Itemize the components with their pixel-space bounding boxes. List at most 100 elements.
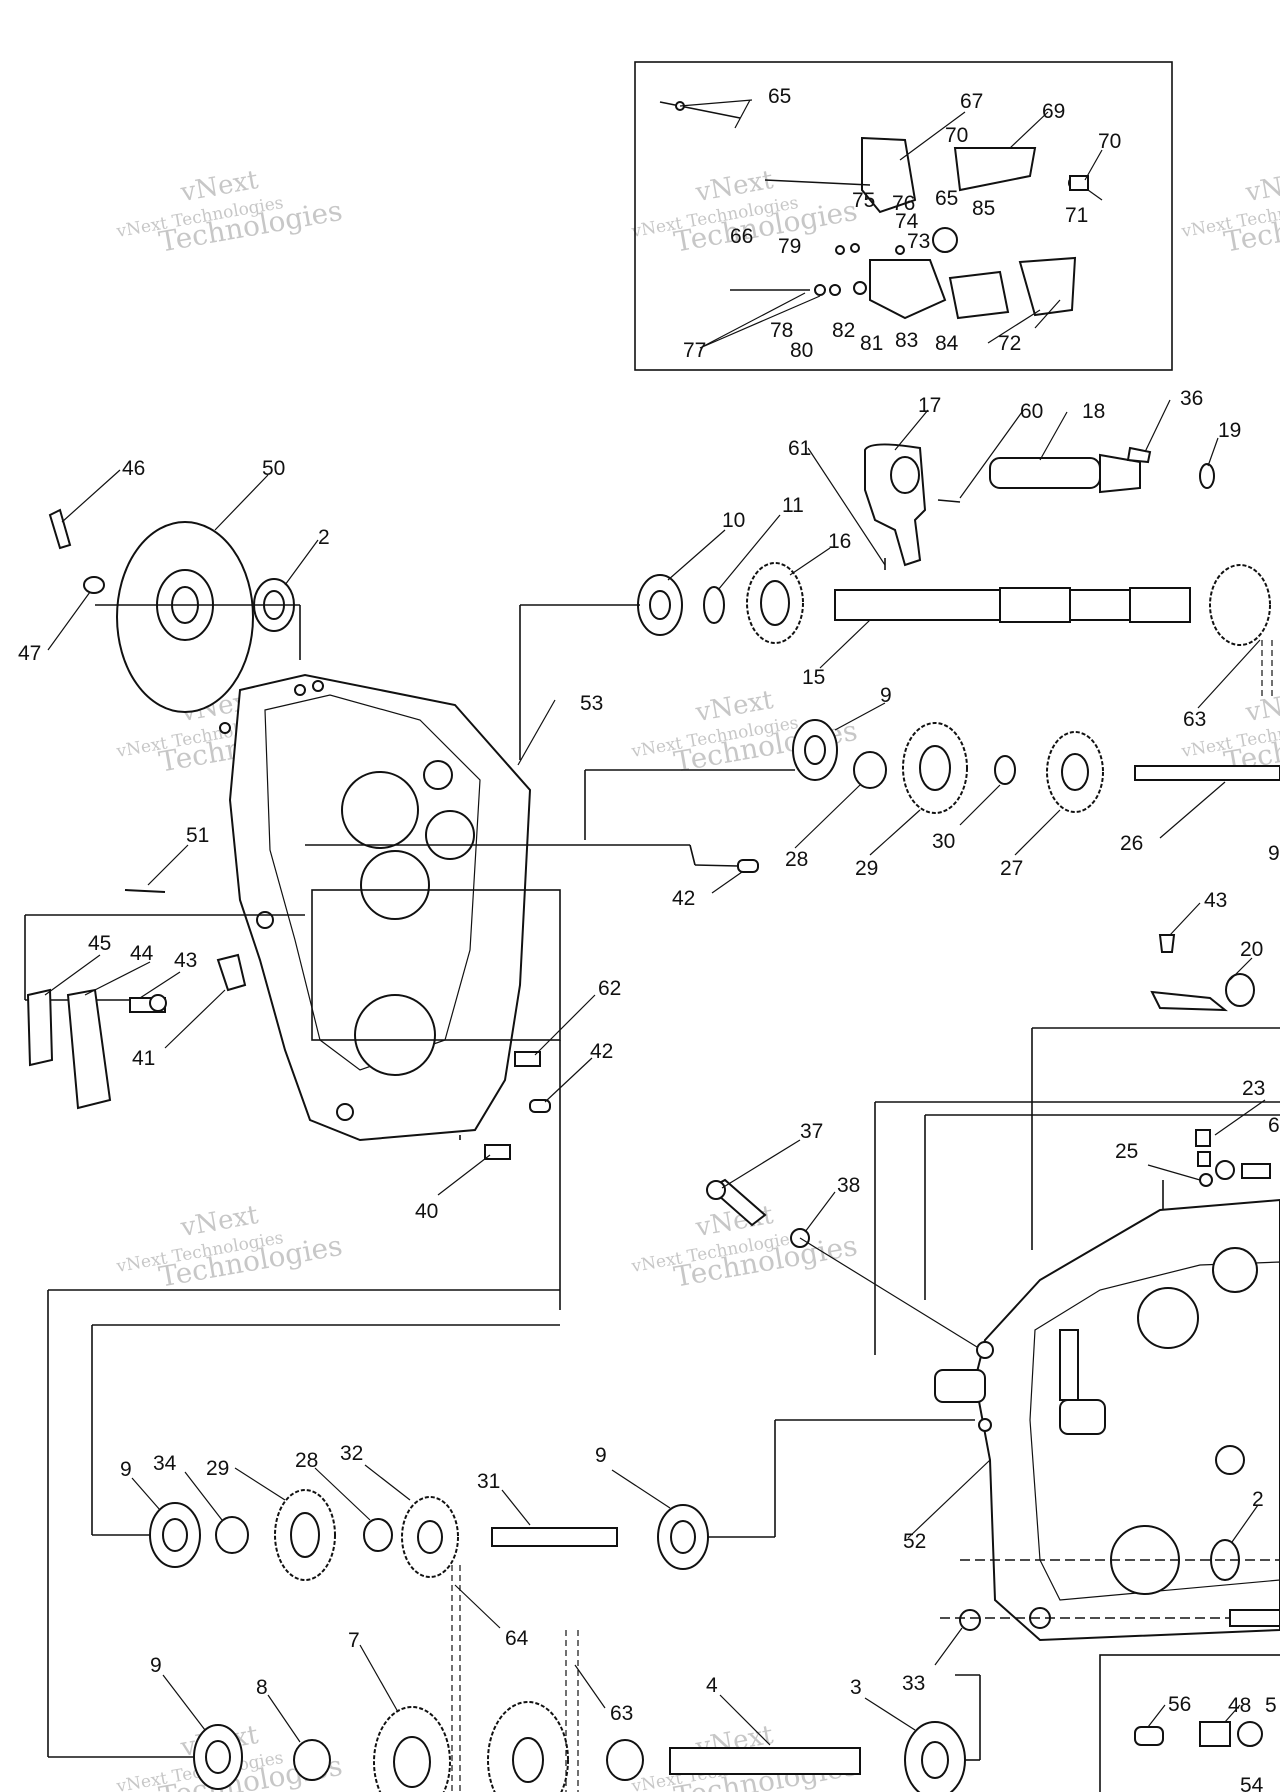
right-housing <box>907 1198 1280 1642</box>
callout-60: 60 <box>1020 400 1043 423</box>
callout-85: 85 <box>972 197 995 220</box>
callout-43a: 43 <box>1204 889 1227 912</box>
callout-71: 71 <box>1065 204 1088 227</box>
callout-7: 7 <box>348 1629 360 1652</box>
callout-78: 78 <box>770 319 793 342</box>
callout-6: 6 <box>1268 1114 1280 1137</box>
callout-34: 34 <box>153 1452 177 1475</box>
callout-66: 66 <box>730 225 753 248</box>
callout-63b: 63 <box>610 1702 633 1725</box>
callout-27: 27 <box>1000 857 1023 880</box>
watermark-text: vNext <box>1243 685 1280 728</box>
callout-25: 25 <box>1115 1140 1138 1163</box>
counter-shaft-assembly <box>584 702 1280 856</box>
callout-61: 61 <box>788 437 811 460</box>
callout-28a: 28 <box>785 848 808 871</box>
shift-fork-assembly <box>807 399 1219 570</box>
callout-45: 45 <box>88 932 111 955</box>
callout-65a: 65 <box>768 85 791 108</box>
callout-48: 48 <box>1228 1694 1251 1717</box>
callout-9d: 9 <box>595 1444 607 1467</box>
callout-51: 51 <box>186 824 209 847</box>
callout-9c: 9 <box>120 1458 132 1481</box>
callout-15: 15 <box>802 666 825 689</box>
callout-67: 67 <box>960 90 983 113</box>
callout-42b: 42 <box>590 1040 613 1063</box>
callout-29b: 29 <box>206 1457 229 1480</box>
callout-4: 4 <box>706 1674 718 1697</box>
callout-74: 74 <box>895 210 919 233</box>
callout-11: 11 <box>782 494 804 517</box>
callout-64: 64 <box>505 1627 529 1650</box>
right-small-parts <box>874 902 1280 1355</box>
callout-9e: 9 <box>150 1654 162 1677</box>
callout-56: 56 <box>1168 1693 1191 1716</box>
callout-52: 52 <box>903 1530 926 1553</box>
callout-41: 41 <box>132 1047 155 1070</box>
callout-37: 37 <box>800 1120 823 1143</box>
callout-3: 3 <box>850 1676 862 1699</box>
callout-76: 76 <box>892 192 915 215</box>
pulley-assembly <box>47 469 319 713</box>
callout-70a: 70 <box>945 124 968 147</box>
callout-81: 81 <box>860 332 883 355</box>
callout-70b: 70 <box>1098 130 1121 153</box>
output-shaft-assembly <box>47 640 1280 1792</box>
callout-5: 5 <box>1265 1694 1277 1717</box>
callout-40: 40 <box>415 1200 438 1223</box>
callout-83: 83 <box>895 329 918 352</box>
bolt-37-38 <box>706 1139 991 1356</box>
callout-29a: 29 <box>855 857 878 880</box>
callout-53: 53 <box>580 692 603 715</box>
callout-77: 77 <box>683 339 706 362</box>
callout-8: 8 <box>256 1676 268 1699</box>
callout-44: 44 <box>130 942 154 965</box>
callout-38: 38 <box>837 1174 860 1197</box>
callout-47: 47 <box>18 642 41 665</box>
callout-31: 31 <box>477 1470 500 1493</box>
left-housing <box>219 673 556 1142</box>
callout-10: 10 <box>722 509 745 532</box>
callout-72: 72 <box>998 332 1021 355</box>
callout-26: 26 <box>1120 832 1143 855</box>
callout-9a: 9 <box>880 684 892 707</box>
callout-2b: 2 <box>1252 1488 1264 1511</box>
callout-69: 69 <box>1042 100 1065 123</box>
callout-43b: 43 <box>174 949 197 972</box>
callout-30: 30 <box>932 830 955 853</box>
small-parts-center <box>437 994 596 1310</box>
callout-23: 23 <box>1242 1077 1265 1100</box>
callout-73: 73 <box>907 230 930 253</box>
callout-42a: 42 <box>672 887 695 910</box>
callout-75: 75 <box>852 189 875 212</box>
callout-17: 17 <box>918 394 941 417</box>
callout-79: 79 <box>778 235 801 258</box>
callout-20: 20 <box>1240 938 1263 961</box>
callout-33: 33 <box>902 1672 925 1695</box>
callout-46: 46 <box>122 457 145 480</box>
callout-2a: 2 <box>318 526 330 549</box>
callout-80: 80 <box>790 339 813 362</box>
callout-16: 16 <box>828 530 851 553</box>
callout-9b: 9 <box>1268 842 1280 865</box>
watermark-text: vNext <box>1243 165 1280 208</box>
idler-shaft-assembly <box>91 1324 975 1629</box>
callout-63a: 63 <box>1183 708 1206 731</box>
callout-28b: 28 <box>295 1449 318 1472</box>
callout-50: 50 <box>262 457 285 480</box>
callout-19: 19 <box>1218 419 1241 442</box>
inset-shift-linkage <box>634 61 1173 371</box>
callout-54: 54 <box>1240 1774 1264 1792</box>
callout-62: 62 <box>598 977 621 1000</box>
callout-84: 84 <box>935 332 959 355</box>
callout-32: 32 <box>340 1442 363 1465</box>
callout-82: 82 <box>832 319 855 342</box>
main-shaft-assembly <box>519 514 1271 760</box>
callout-36: 36 <box>1180 387 1203 410</box>
